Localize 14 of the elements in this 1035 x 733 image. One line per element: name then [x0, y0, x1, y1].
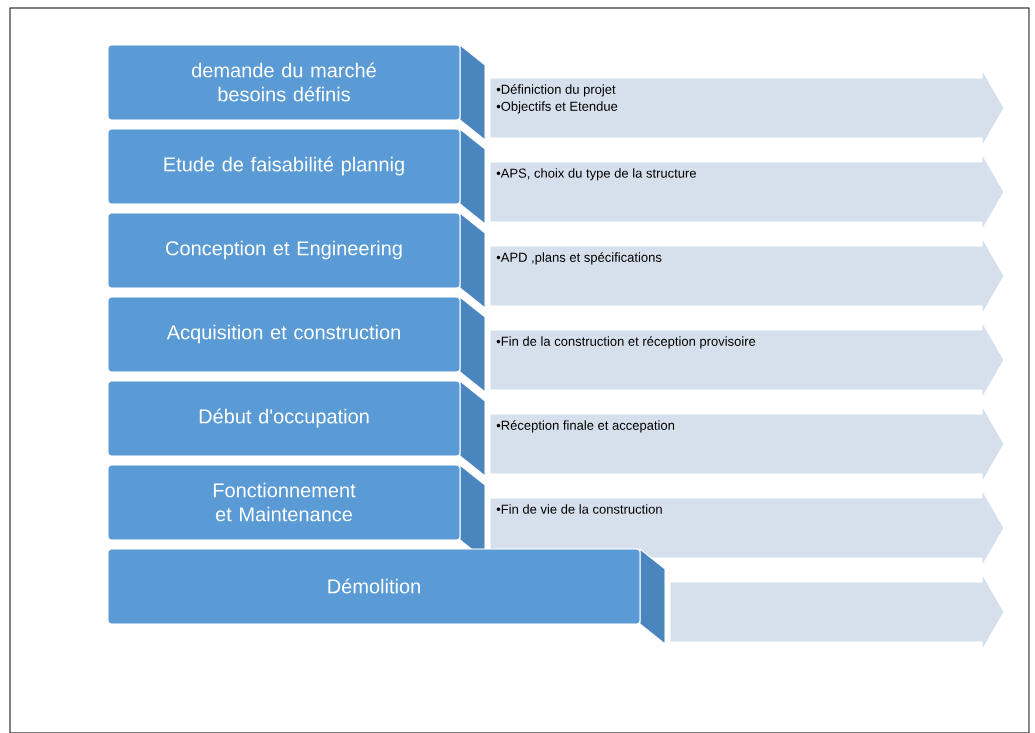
stage-box: Fonctionnement et Maintenance — [107, 464, 486, 561]
stage-box: Début d'occupation — [107, 380, 486, 477]
outcome-band: •Définiction du projet •Objectifs et Etendue — [489, 69, 1005, 147]
stage-box: Acquisition et construction — [107, 296, 486, 393]
outcome-band: •APS, choix du type de la structure — [489, 153, 1005, 231]
stage-box: demande du marché besoins définis — [107, 44, 486, 141]
stage-box: Conception et Engineering — [107, 212, 486, 309]
outcome-band: •Fin de vie de la construction — [489, 489, 1005, 567]
outcome-band: •Fin de la construction et réception provisoire — [489, 321, 1005, 399]
stage-box: Etude de faisabilité plannig — [107, 128, 486, 225]
outcome-band — [669, 573, 1005, 651]
outcome-band: •Réception finale et accepation — [489, 405, 1005, 483]
outcome-band: •APD ,plans et spécifications — [489, 237, 1005, 315]
stage-box: Démolition — [107, 548, 666, 645]
